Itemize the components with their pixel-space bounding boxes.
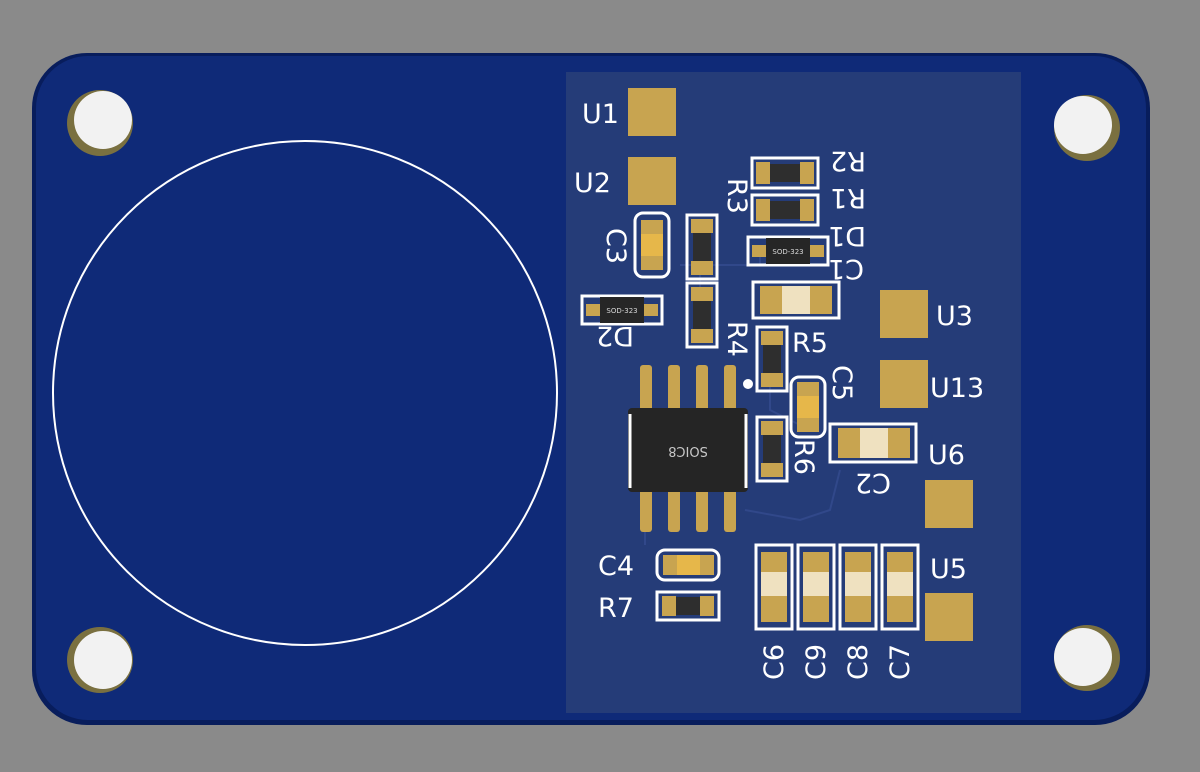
mounting-hole — [1054, 625, 1120, 691]
capacitor-c2 — [828, 422, 918, 464]
resistor-r1 — [750, 193, 820, 227]
resistor-r2 — [750, 156, 820, 190]
capacitor-c8 — [838, 543, 878, 631]
resistor-r7 — [655, 590, 721, 622]
label-r1: R1 — [830, 182, 866, 213]
test-pad-u13 — [880, 360, 928, 408]
test-pad-u1 — [628, 88, 676, 136]
label-u3: U3 — [936, 301, 973, 332]
label-u6: U6 — [928, 440, 965, 471]
resistor-r5 — [755, 325, 789, 393]
label-c9: C9 — [801, 644, 832, 680]
antenna-outline — [52, 140, 558, 646]
label-r2: R2 — [830, 145, 866, 176]
pin1-marker — [743, 379, 753, 389]
capacitor-c6 — [754, 543, 794, 631]
mounting-hole — [67, 90, 133, 156]
resistor-r4 — [685, 281, 719, 349]
capacitor-c7 — [880, 543, 920, 631]
test-pad-u5 — [925, 593, 973, 641]
label-c4: C4 — [598, 551, 634, 582]
test-pad-u2 — [628, 157, 676, 205]
label-d2: D2 — [596, 320, 634, 351]
label-r5: R5 — [792, 328, 828, 359]
test-pad-u3 — [880, 290, 928, 338]
mounting-hole — [67, 627, 133, 693]
capacitor-c1 — [751, 280, 841, 320]
label-u2: U2 — [574, 168, 611, 199]
label-u1: U1 — [582, 99, 619, 130]
label-r4: R4 — [721, 321, 752, 357]
capacitor-c9 — [796, 543, 836, 631]
label-r3: R3 — [721, 178, 752, 214]
capacitor-c5 — [789, 375, 827, 439]
test-pad-u6 — [925, 480, 973, 528]
resistor-r6 — [755, 415, 789, 483]
label-c1: C1 — [828, 253, 864, 284]
label-r7: R7 — [598, 593, 634, 624]
mounting-hole — [1054, 95, 1120, 161]
label-c3: C3 — [600, 228, 631, 264]
ic-soic8: SOIC8 — [628, 365, 753, 532]
label-c2: C2 — [855, 467, 891, 498]
d1-package-mark: SOD-323 — [772, 248, 803, 256]
label-c7: C7 — [885, 644, 916, 680]
label-d1: D1 — [828, 220, 866, 251]
label-c5: C5 — [826, 365, 857, 401]
label-c8: C8 — [843, 644, 874, 680]
label-u5: U5 — [930, 554, 967, 585]
resistor-unlabeled — [685, 213, 719, 281]
diode-d2: SOD-323 — [580, 294, 664, 326]
label-c6: C6 — [759, 644, 790, 680]
capacitor-c3 — [633, 211, 671, 279]
diode-d1: SOD-323 — [746, 235, 830, 267]
label-r6: R6 — [788, 439, 819, 475]
d2-package-mark: SOD-323 — [606, 307, 637, 315]
capacitor-c4 — [655, 548, 721, 582]
ic-package-mark: SOIC8 — [668, 443, 708, 458]
label-u13: U13 — [930, 373, 984, 404]
